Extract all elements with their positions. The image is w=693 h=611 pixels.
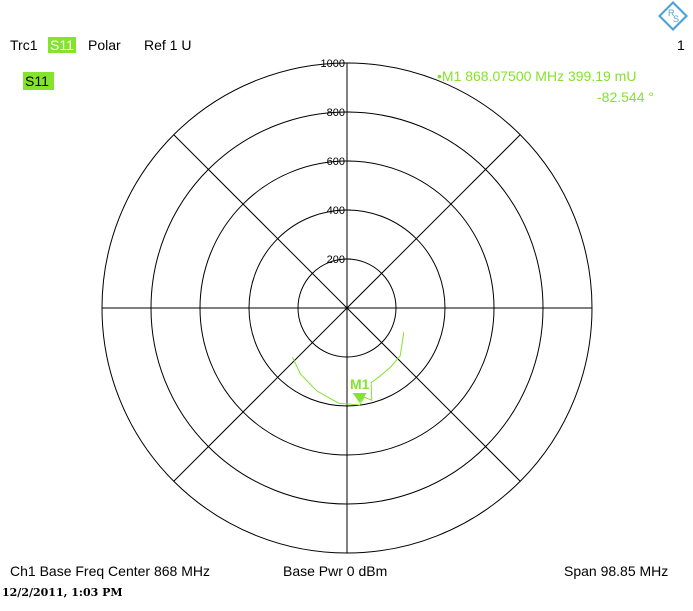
ring-label: 200	[327, 254, 345, 266]
ring-label: 800	[327, 107, 345, 119]
trace-name[interactable]: Trc1	[10, 37, 38, 53]
polar-ring-labels: 1000 800 600 400 200	[321, 58, 351, 266]
trace-format[interactable]: Polar	[88, 37, 121, 53]
marker-m1: M1	[350, 376, 370, 403]
trace-param[interactable]: S11	[48, 37, 76, 53]
polar-grid	[101, 62, 593, 554]
timestamp: 12/2/2011, 1:03 PM	[2, 586, 123, 599]
ring-label: 400	[327, 205, 345, 217]
rohde-schwarz-logo-icon: R S	[658, 1, 688, 31]
ring-label: 1000	[321, 58, 345, 70]
marker-triangle	[352, 392, 367, 403]
marker-info-line2: -82.544 °	[597, 89, 654, 105]
marker-info-line1[interactable]: •M1 868.07500 MHz 399.19 mU	[437, 68, 637, 84]
span-info[interactable]: Span 98.85 MHz	[564, 563, 669, 579]
svg-text:R: R	[668, 8, 675, 18]
channel-info[interactable]: Ch1 Base Freq Center 868 MHz	[10, 563, 210, 579]
s11-trace	[291, 332, 405, 406]
s11-trace-line	[291, 332, 405, 406]
trace-reference[interactable]: Ref 1 U	[144, 37, 192, 53]
svg-text:S: S	[673, 14, 679, 24]
marker-label: M1	[350, 376, 370, 392]
ring-label: 600	[327, 156, 345, 168]
axis-diagonal-2	[173, 134, 521, 482]
base-power[interactable]: Base Pwr 0 dBm	[283, 563, 388, 579]
trace-list-label[interactable]: S11	[23, 72, 54, 90]
trace-param-label: S11	[48, 37, 76, 53]
window-number: 1	[677, 37, 685, 53]
